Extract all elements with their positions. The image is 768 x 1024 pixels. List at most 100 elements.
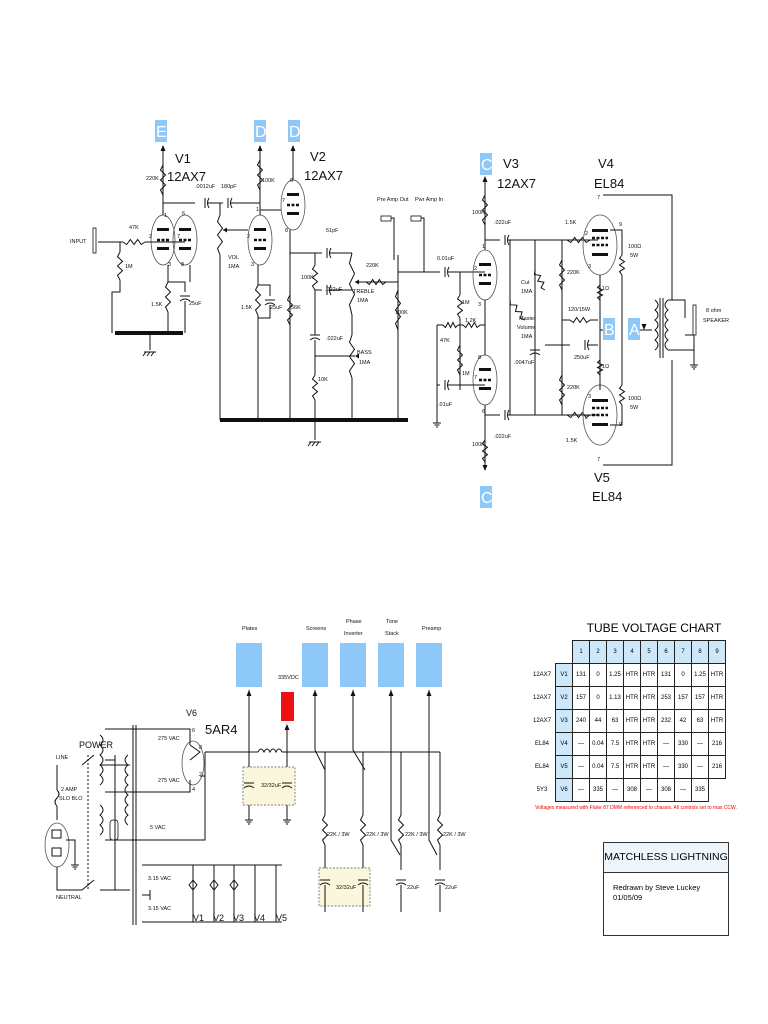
pin-number: 4 (192, 787, 195, 793)
pin-header: 2 (589, 640, 607, 664)
voltage-cell: 335 (691, 777, 709, 802)
resistor-label: 22K / 3W (405, 832, 428, 838)
winding-label: 3.15 VAC (148, 876, 171, 882)
tube-cathode-icon (157, 247, 169, 250)
capacitor-label: 25uF (189, 301, 202, 307)
capacitor-label: 180pF (221, 184, 237, 190)
fuse-label: SLO BLO (59, 796, 83, 802)
resistor-label: 1Ω (602, 286, 609, 292)
capacitor-icon (395, 882, 407, 886)
resistor-icon (558, 259, 566, 291)
voltage-cell: 240 (572, 708, 590, 733)
pot-label: Cut (521, 280, 530, 286)
v2-label: V2 (310, 149, 326, 164)
tap-label-plates: Plates (242, 626, 258, 632)
pin-number: B (604, 322, 615, 339)
resistor-label: 22K / 3W (443, 832, 466, 838)
power-tap-box (416, 643, 442, 687)
pin-number: 2 (585, 231, 588, 237)
resistor-label: 1.2K (465, 318, 477, 324)
pin-header: 6 (657, 640, 675, 664)
resistor-icon (566, 236, 591, 244)
wire (428, 690, 438, 856)
voltage-cell: — (657, 754, 675, 779)
arrow-icon (426, 690, 432, 696)
voltage-chart-title: TUBE VOLTAGE CHART (586, 621, 722, 635)
pin-number: 3 (588, 264, 591, 270)
voltage-cell: 216 (708, 754, 726, 779)
tube-cathode-icon (179, 247, 191, 250)
resistor-label: 22K / 3W (366, 832, 389, 838)
resistor-label: 1Ω (602, 364, 609, 370)
voltage-cell: HTR (708, 708, 726, 733)
plug-blade-icon (51, 829, 62, 839)
transformer-winding-icon (99, 734, 104, 786)
tap-label-preamp: Preamp (422, 626, 441, 632)
winding-label: 275 VAC (158, 736, 180, 742)
v3-label: V3 (503, 156, 519, 171)
heater-tube-label: V5 (276, 913, 287, 923)
pot-value: 1MA (357, 298, 369, 304)
voltage-cell: HTR (623, 708, 641, 733)
b-plus-label: 335VDC (278, 675, 299, 681)
voltage-cell: 157 (674, 685, 692, 710)
tube-id: V1 (555, 662, 573, 687)
arrow-icon (257, 145, 263, 151)
connector-e: E (155, 120, 167, 142)
tube-id: V6 (555, 777, 573, 802)
resistor-label: 120/15W (568, 307, 591, 313)
voltage-cell: 157 (691, 685, 709, 710)
pot-label: VOL (228, 255, 239, 261)
pwr-amp-in-jack-icon (410, 215, 422, 222)
arrow-icon (482, 176, 488, 182)
capacitor-icon (281, 785, 293, 789)
voltage-cell: HTR (708, 662, 726, 687)
wire (390, 690, 401, 856)
title-block-date: 01/05/09 (613, 893, 643, 902)
chassis-ground-icon (307, 441, 321, 447)
resistor-icon (436, 814, 444, 846)
voltage-cell: 44 (589, 708, 607, 733)
voltage-cell: HTR (640, 685, 658, 710)
v5-type: EL84 (592, 489, 622, 504)
resistor-label: 1.5K (566, 438, 578, 444)
wiper-arrow-icon (355, 353, 359, 359)
pre-amp-out-label: Pre Amp Out (377, 197, 409, 203)
connector-b: B (603, 318, 615, 340)
arrow-icon (246, 690, 252, 696)
capacitor-label: 250uF (574, 355, 590, 361)
voltage-cell: 0 (589, 662, 607, 687)
ground-icon (245, 815, 253, 825)
pin-number: 8 (478, 355, 481, 361)
resistor-label: 220K (146, 176, 159, 182)
pin-header: 1 (572, 640, 590, 664)
pin-number: 2 (247, 234, 250, 240)
resistor-icon (216, 214, 224, 256)
preamp-labels: INPUT 47K 1M 220K .0012uF 180pF VOL 1MA … (70, 176, 443, 383)
capacitor-label: 22uF (407, 885, 420, 891)
resistor-icon (159, 164, 167, 196)
resistor-label: 56K (291, 305, 301, 311)
resistor-icon (481, 439, 489, 463)
arrow-icon (312, 690, 318, 696)
pot-value: 1MA (521, 289, 533, 295)
resistor-label: 100K (262, 178, 275, 184)
resistor-icon (394, 289, 402, 331)
resistor-label: 10K (318, 377, 328, 383)
tube-type: 12AX7 (532, 671, 551, 678)
voltage-cell: 7.5 (606, 754, 624, 779)
transformer-primary-icon (654, 299, 659, 351)
resistor-label: 5W (630, 253, 639, 259)
fuse-icon (54, 789, 60, 807)
tube-plate-icon (254, 228, 266, 231)
capacitor-label: .022uF (325, 287, 343, 293)
resistor-icon (397, 814, 405, 846)
wire (314, 690, 326, 771)
pin-number: 1 (482, 244, 485, 250)
voltage-cell: — (691, 754, 709, 779)
tap-label-screens: Screens (306, 626, 326, 632)
